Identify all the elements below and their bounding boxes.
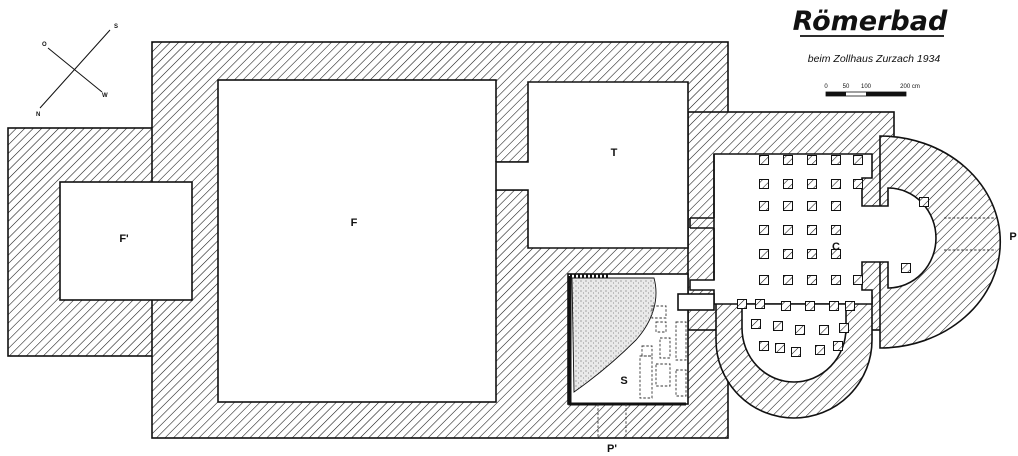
pila-3	[831, 155, 841, 165]
pila-23	[783, 275, 793, 285]
pila-2	[807, 155, 817, 165]
room-s-stipple	[571, 277, 657, 393]
pila-32	[845, 301, 855, 311]
pila-16	[807, 225, 817, 235]
pila-44	[919, 197, 929, 207]
pila-9	[853, 179, 863, 189]
pila-19	[783, 249, 793, 259]
scale-tick-0: 0	[824, 84, 828, 90]
pila-18	[759, 249, 769, 259]
label-room-f: F	[351, 217, 358, 229]
pila-20	[807, 249, 817, 259]
pila-5	[759, 179, 769, 189]
compass-label-n: N	[36, 112, 40, 118]
apse-lower-floor	[741, 303, 847, 383]
pila-22	[759, 275, 769, 285]
pila-14	[759, 225, 769, 235]
pila-34	[773, 321, 783, 331]
pila-17	[831, 225, 841, 235]
scale-tick-50: 50	[843, 84, 850, 90]
channel-lines	[597, 217, 996, 438]
pila-1	[783, 155, 793, 165]
pila-41	[815, 345, 825, 355]
pila-38	[759, 341, 769, 351]
pila-6	[783, 179, 793, 189]
pila-21	[831, 249, 841, 259]
pila-43	[901, 263, 911, 273]
compass-icon: S W N O	[36, 24, 118, 118]
pila-40	[791, 347, 801, 357]
pila-39	[775, 343, 785, 353]
label-room-c: C	[832, 241, 840, 253]
wall-apse-p	[879, 135, 1002, 349]
pila-30	[805, 301, 815, 311]
room-s-dashed-features	[639, 305, 687, 399]
pila-35	[795, 325, 805, 335]
label-room-f-prime: F'	[119, 233, 129, 245]
pila-27	[737, 299, 747, 309]
plan-title: Römerbad	[793, 6, 948, 37]
pila-11	[783, 201, 793, 211]
plan-subtitle: beim Zollhaus Zurzach 1934	[808, 53, 941, 65]
room-s-annex	[677, 293, 715, 311]
room-t	[495, 81, 689, 249]
hypocaust-pilae	[737, 155, 929, 357]
pila-24	[807, 275, 817, 285]
pila-15	[783, 225, 793, 235]
pila-37	[839, 323, 849, 333]
pila-29	[781, 301, 791, 311]
pila-33	[751, 319, 761, 329]
label-room-p: P	[1009, 231, 1016, 243]
pila-0	[759, 155, 769, 165]
pila-28	[755, 299, 765, 309]
scale-tick-100: 100	[861, 84, 872, 90]
pila-13	[831, 201, 841, 211]
pila-42	[833, 341, 843, 351]
pila-12	[807, 201, 817, 211]
pila-25	[831, 275, 841, 285]
pila-10	[759, 201, 769, 211]
pila-26	[853, 275, 863, 285]
compass-label-s: S	[114, 24, 118, 30]
label-room-s: S	[620, 375, 627, 387]
room-f	[217, 79, 497, 403]
pila-31	[829, 301, 839, 311]
scale-bar: 0 50 100 200 cm	[824, 84, 920, 97]
room-f-prime	[59, 181, 193, 301]
label-room-t: T	[611, 147, 618, 159]
compass-label-o: O	[42, 42, 47, 48]
pila-4	[853, 155, 863, 165]
pila-8	[831, 179, 841, 189]
compass-label-w: W	[102, 93, 108, 99]
pila-7	[807, 179, 817, 189]
label-room-p-prime: P'	[607, 443, 617, 455]
pila-36	[819, 325, 829, 335]
scale-tick-200: 200 cm	[900, 84, 920, 90]
room-s-border	[568, 276, 686, 406]
